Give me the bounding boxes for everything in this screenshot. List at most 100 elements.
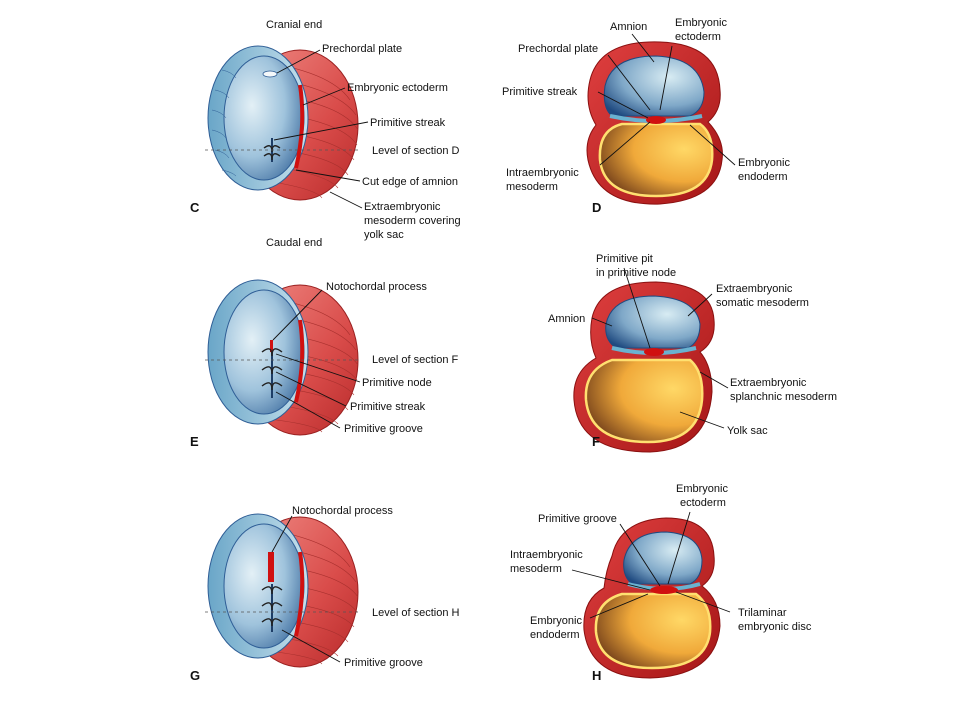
label-ectoderm-d-2: ectoderm <box>675 31 721 43</box>
cell-migration-g2 <box>261 602 283 611</box>
streak-f <box>644 348 664 356</box>
amnion-cavity-d <box>603 55 705 117</box>
label-ectoderm-d-1: Embryonic <box>675 17 727 29</box>
label-intra-h-2: mesoderm <box>510 563 562 575</box>
leader-h4 <box>675 591 731 613</box>
leader-e3 <box>275 371 347 407</box>
cell-migration-e3 <box>261 382 283 391</box>
leader-g1 <box>271 515 293 553</box>
label-notochordal-process-e: Notochordal process <box>326 281 427 293</box>
leader-c2 <box>302 87 346 106</box>
label-intra-d-2: mesoderm <box>506 181 558 193</box>
cell-migration-g3 <box>261 618 283 627</box>
panel-f: Primitive pit in primitive node Extraemb… <box>548 253 837 453</box>
leader-f1 <box>623 267 651 349</box>
panel-letter-g: G <box>190 668 200 683</box>
label-somatic-1: Extraembryonic <box>716 283 793 295</box>
cell-migration-c <box>263 145 281 153</box>
panel-letter-f: F <box>592 434 600 449</box>
label-primitive-pit-2: in primitive node <box>596 267 676 279</box>
label-cranial-end: Cranial end <box>266 19 322 31</box>
yolk-sac-d <box>598 122 714 198</box>
panel-letter-h: H <box>592 668 601 683</box>
label-endoderm-h-2: endoderm <box>530 629 580 641</box>
label-endoderm-d-2: endoderm <box>738 171 788 183</box>
label-primitive-groove-g: Primitive groove <box>344 657 423 669</box>
panel-g: Notochordal process Level of section H P… <box>190 505 459 683</box>
panel-letter-c: C <box>190 200 200 215</box>
label-primitive-groove-e: Primitive groove <box>344 423 423 435</box>
label-level-section-h: Level of section H <box>372 607 459 619</box>
leader-f4 <box>699 371 729 389</box>
label-cut-edge-amnion: Cut edge of amnion <box>362 176 458 188</box>
intraembryonic-mesoderm-h <box>650 586 678 594</box>
label-amnion-d: Amnion <box>610 21 647 33</box>
amnion-cavity-f <box>605 295 701 349</box>
label-extraembryonic-1: Extraembryonic <box>364 201 441 213</box>
rim-lines-c <box>211 69 237 177</box>
leader-f5 <box>679 411 725 429</box>
label-endoderm-d-1: Embryonic <box>738 157 790 169</box>
panel-letter-e: E <box>190 434 199 449</box>
leader-c5 <box>329 191 363 209</box>
leader-c3 <box>273 121 369 141</box>
leader-f3 <box>591 317 613 327</box>
label-primitive-streak-c: Primitive streak <box>370 117 446 129</box>
yolk-sac-h <box>594 592 712 670</box>
notochordal-process-e <box>270 340 273 352</box>
leader-d5 <box>599 121 651 166</box>
label-intra-h-1: Intraembryonic <box>510 549 583 561</box>
label-primitive-groove-h: Primitive groove <box>538 513 617 525</box>
streak-d <box>646 116 666 124</box>
label-endoderm-h-1: Embryonic <box>530 615 582 627</box>
cell-migration-e2 <box>261 366 283 375</box>
label-yolk-sac: Yolk sac <box>727 425 768 437</box>
leader-d6 <box>689 124 736 166</box>
leader-h2 <box>619 523 661 587</box>
label-primitive-streak-e: Primitive streak <box>350 401 426 413</box>
embryonic-disc-e <box>223 289 305 415</box>
label-embryonic-ectoderm-c: Embryonic ectoderm <box>347 82 448 94</box>
label-ectoderm-h-2: ectoderm <box>680 497 726 509</box>
leader-e4 <box>275 391 341 429</box>
panel-d: Amnion Embryonic ectoderm Prechordal pla… <box>502 17 790 215</box>
leader-h1 <box>667 511 691 585</box>
label-level-section-d: Level of section D <box>372 145 459 157</box>
leader-d3 <box>607 54 651 111</box>
cell-migration-c2 <box>263 153 281 161</box>
label-amnion-f: Amnion <box>548 313 585 325</box>
panel-h: Embryonic ectoderm Primitive groove Intr… <box>510 483 812 683</box>
label-level-section-f: Level of section F <box>372 354 458 366</box>
notochordal-process-g <box>268 552 274 582</box>
leader-d1 <box>631 33 655 63</box>
label-extraembryonic-2: mesoderm covering <box>364 215 461 227</box>
leader-h5 <box>589 593 649 619</box>
yolk-sac-f <box>584 358 704 444</box>
label-notochordal-process-g: Notochordal process <box>292 505 393 517</box>
panel-e: Notochordal process Level of section F P… <box>190 279 458 449</box>
label-prechordal-plate-d: Prechordal plate <box>518 43 598 55</box>
label-extraembryonic-3: yolk sac <box>364 229 404 241</box>
cell-migration-g1 <box>261 586 283 595</box>
label-somatic-2: somatic mesoderm <box>716 297 809 309</box>
panel-letter-d: D <box>592 200 601 215</box>
leader-d2 <box>659 45 673 111</box>
label-splanchnic-1: Extraembryonic <box>730 377 807 389</box>
leader-e2 <box>275 353 361 383</box>
leader-f2 <box>687 293 713 317</box>
label-trilaminar-1: Trilaminar <box>738 607 787 619</box>
cut-edge-amnion-g <box>294 551 305 637</box>
label-ectoderm-h-1: Embryonic <box>676 483 728 495</box>
cell-migration-e1 <box>261 348 283 357</box>
cut-edge-amnion-c <box>294 84 305 169</box>
leader-h3 <box>571 569 651 591</box>
prechordal-plate-c <box>262 70 278 78</box>
panel-c: Cranial end Prechordal plate Embryonic e… <box>190 19 461 249</box>
leader-e1 <box>272 289 323 341</box>
label-primitive-node-e: Primitive node <box>362 377 432 389</box>
leader-c1 <box>276 49 321 74</box>
cut-edge-amnion-e <box>294 319 305 403</box>
label-caudal-end: Caudal end <box>266 237 322 249</box>
leader-c4 <box>295 169 361 182</box>
